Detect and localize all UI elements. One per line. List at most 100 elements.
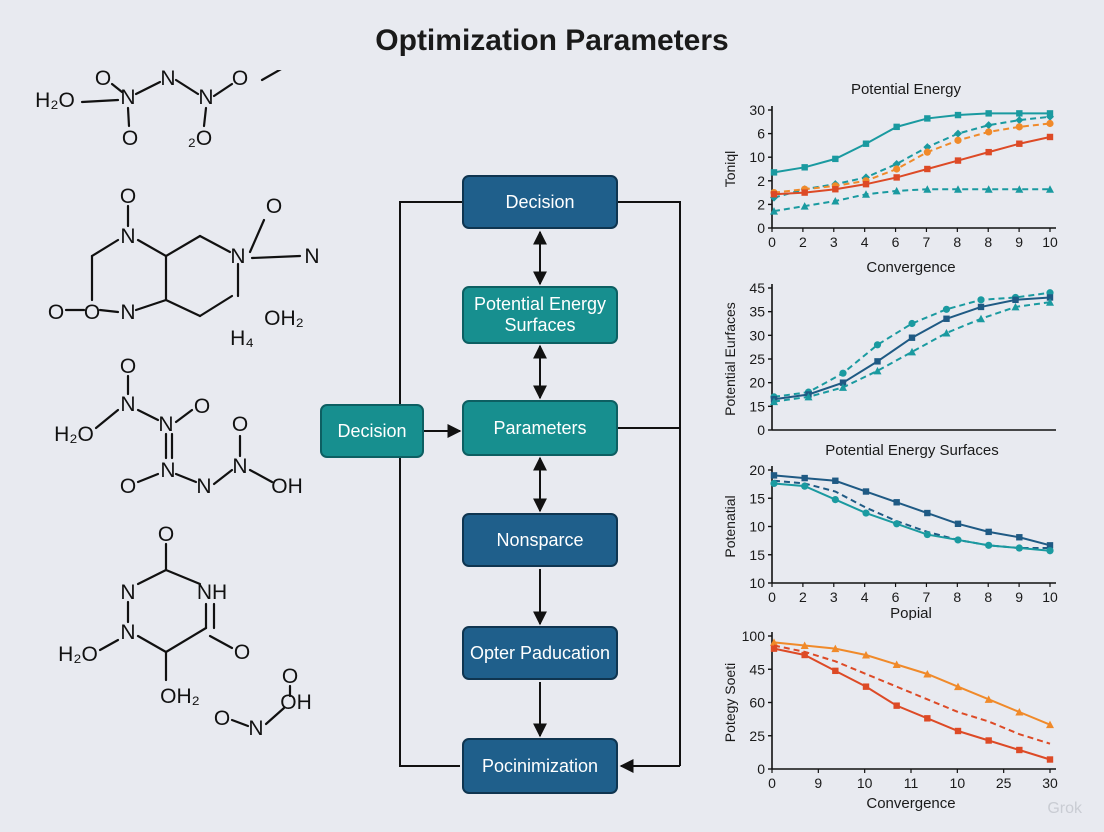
bond-line	[212, 82, 234, 98]
x-tick-label: 0	[768, 234, 776, 250]
x-tick-label: 10	[950, 775, 966, 791]
bond-line	[98, 638, 120, 652]
data-point	[770, 207, 778, 215]
data-point	[770, 645, 778, 652]
node-decision-left[interactable]: Decision	[320, 404, 424, 458]
data-point	[985, 541, 993, 549]
data-point	[1016, 534, 1023, 541]
atom-label: N	[120, 621, 135, 644]
data-point	[954, 682, 962, 691]
bond-line	[248, 218, 266, 254]
data-point	[1046, 294, 1054, 301]
bond-line	[208, 634, 234, 650]
atom-label: ₂O	[188, 127, 213, 150]
flowchart: Decision Potential Energy Surfaces Param…	[300, 160, 720, 820]
x-axis-label: Convergence	[866, 795, 955, 812]
bond-line	[136, 634, 168, 654]
series-line	[773, 644, 1051, 745]
atom-label: N	[230, 245, 245, 268]
data-point	[1015, 123, 1023, 131]
node-nonsparce[interactable]: Nonsparce	[462, 513, 618, 567]
atom-label: O	[120, 185, 136, 208]
x-tick-label: 8	[953, 234, 961, 250]
node-potential-energy-surfaces[interactable]: Potential Energy Surfaces	[462, 286, 618, 344]
data-point	[977, 296, 985, 304]
bond-line	[198, 294, 234, 318]
x-tick-label: 6	[892, 234, 900, 250]
atom-label: OH	[280, 691, 312, 714]
atom-label: N	[120, 86, 135, 109]
node-pocinimization[interactable]: Pocinimization	[462, 738, 618, 794]
y-tick-label: 30	[749, 327, 765, 343]
data-point	[923, 185, 932, 193]
data-point	[873, 341, 882, 349]
x-tick-label: 10	[1042, 234, 1058, 250]
data-point	[942, 328, 951, 337]
node-label: Parameters	[493, 417, 587, 438]
data-point	[770, 193, 778, 202]
series-1	[770, 472, 1054, 549]
atom-label: O	[214, 707, 230, 730]
data-point	[892, 159, 901, 168]
data-point	[954, 520, 962, 528]
series-5	[770, 185, 1054, 215]
x-tick-label: 9	[1015, 589, 1023, 605]
data-point	[1046, 547, 1054, 555]
series-2	[770, 112, 1054, 202]
data-point	[831, 197, 840, 205]
data-point	[984, 121, 993, 130]
data-point	[1015, 544, 1023, 552]
atom-label: O	[122, 127, 138, 150]
series-line	[773, 188, 1050, 213]
data-point	[862, 180, 870, 188]
data-point	[908, 334, 916, 341]
node-opter-paducation[interactable]: Opter Paducation	[462, 626, 618, 680]
data-point	[804, 392, 813, 401]
data-point	[924, 715, 931, 722]
y-tick-label: 15	[749, 398, 765, 414]
x-tick-label: 7	[923, 589, 931, 605]
data-point	[862, 488, 870, 495]
node-decision-top[interactable]: Decision	[462, 175, 618, 229]
data-point	[977, 314, 985, 323]
data-point	[801, 474, 808, 482]
series-line	[773, 474, 1051, 547]
atom-label: O	[282, 665, 298, 688]
data-point	[801, 189, 808, 196]
data-point	[985, 148, 992, 156]
data-point	[923, 530, 931, 539]
bond-line	[164, 568, 202, 586]
data-point	[985, 128, 993, 136]
data-point	[770, 472, 778, 479]
atom-label: O	[84, 301, 100, 324]
data-point	[1046, 298, 1054, 306]
watermark: Grok	[1047, 800, 1082, 817]
x-axis-label: Popial	[890, 605, 932, 620]
node-label: Decision	[505, 191, 575, 212]
node-label: Potential Energy Surfaces	[473, 294, 607, 335]
y-tick-label: 10	[749, 149, 765, 165]
data-point	[923, 148, 931, 156]
series-line	[773, 135, 1051, 196]
atom-label: O	[232, 413, 248, 436]
node-label: Decision	[337, 420, 407, 441]
atom-label: H₂O	[58, 643, 98, 666]
x-tick-label: 30	[1042, 775, 1058, 791]
data-point	[954, 111, 962, 119]
series-3	[770, 119, 1054, 197]
bond-line	[174, 472, 198, 484]
data-point	[1015, 116, 1024, 125]
node-parameters[interactable]: Parameters	[462, 400, 618, 456]
atom-label: N	[120, 581, 135, 604]
y-tick-label: 10	[749, 575, 765, 591]
atom-label: H₂O	[35, 89, 75, 112]
x-tick-label: 9	[1015, 234, 1023, 250]
data-point	[954, 136, 962, 144]
y-tick-label: 0	[757, 422, 765, 438]
data-point	[862, 651, 870, 659]
data-point	[984, 185, 993, 193]
data-point	[984, 695, 993, 703]
